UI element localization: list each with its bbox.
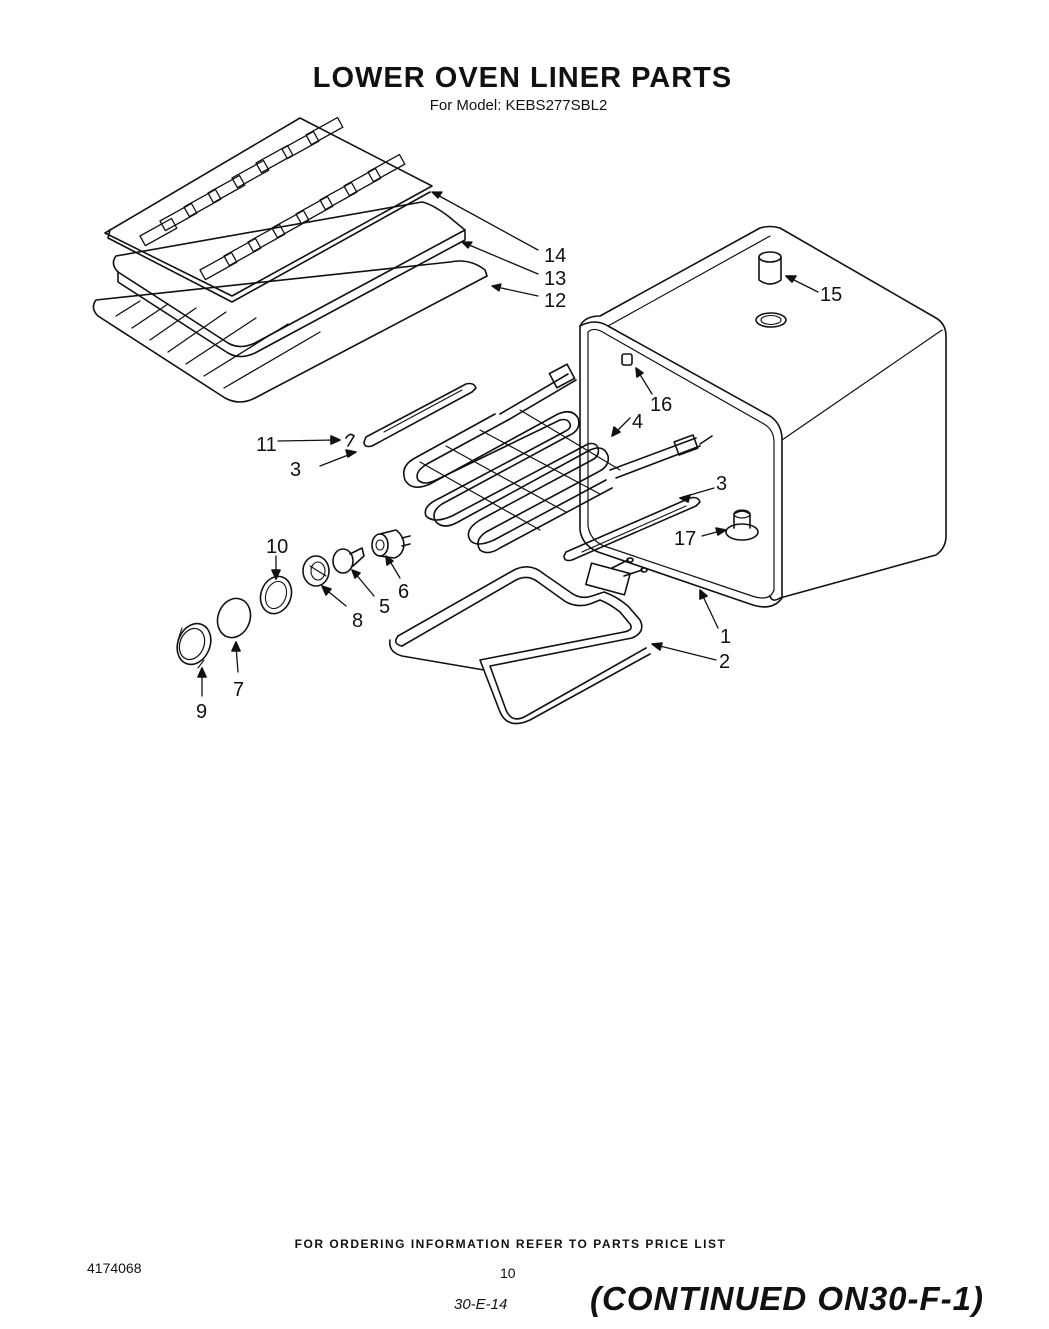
handwritten-note: 30-E-14 [454, 1296, 508, 1313]
callout-14: 14 [544, 245, 566, 267]
bottom-element [388, 557, 719, 725]
callout-labels: 14 13 12 15 16 4 11 3 3 17 10 6 5 8 1 2 … [196, 245, 842, 723]
oven-rack [92, 260, 488, 403]
callout-5: 5 [379, 596, 390, 618]
bake-element [402, 363, 713, 554]
document-number: 4174068 [87, 1260, 142, 1276]
light-receptacle [302, 555, 347, 607]
sensor-bushing [701, 509, 759, 541]
page-title: LOWER OVEN LINER PARTS [312, 62, 733, 94]
lens-retainer [176, 622, 212, 697]
oven-liner [579, 225, 947, 608]
small-plug [621, 353, 653, 395]
callout-9: 9 [196, 701, 207, 723]
clip [277, 433, 355, 447]
element-guard-upper [319, 382, 477, 467]
vent-plug [758, 251, 819, 293]
callout-11: 11 [256, 434, 277, 456]
model-subtitle: For Model: KEBS277SBL2 [429, 97, 608, 114]
callout-12: 12 [544, 290, 566, 312]
callout-17: 17 [674, 528, 696, 550]
callout-6: 6 [398, 581, 409, 603]
ordering-note: FOR ORDERING INFORMATION REFER TO PARTS … [294, 1237, 727, 1251]
light-lens [216, 597, 252, 673]
light-bulb [332, 547, 375, 597]
callout-3-upper: 3 [290, 459, 301, 481]
page-number: 10 [500, 1265, 516, 1281]
light-socket [371, 529, 411, 579]
callout-4: 4 [632, 411, 643, 433]
callout-2: 2 [719, 651, 730, 673]
element-guard-lower [563, 487, 715, 562]
callout-7: 7 [233, 679, 244, 701]
broiler-pan [112, 201, 466, 358]
leader-lines-top-left [431, 191, 539, 297]
callout-8: 8 [352, 610, 363, 632]
callout-10: 10 [266, 536, 288, 558]
broiler-grid [104, 116, 433, 303]
callout-1: 1 [720, 626, 731, 648]
callout-16: 16 [650, 394, 672, 416]
continued-note: (CONTINUED ON30-F-1) [590, 1280, 985, 1317]
lens-gasket [259, 555, 293, 615]
callout-13: 13 [544, 268, 566, 290]
callout-15: 15 [820, 284, 842, 306]
callout-3-lower: 3 [716, 473, 727, 495]
